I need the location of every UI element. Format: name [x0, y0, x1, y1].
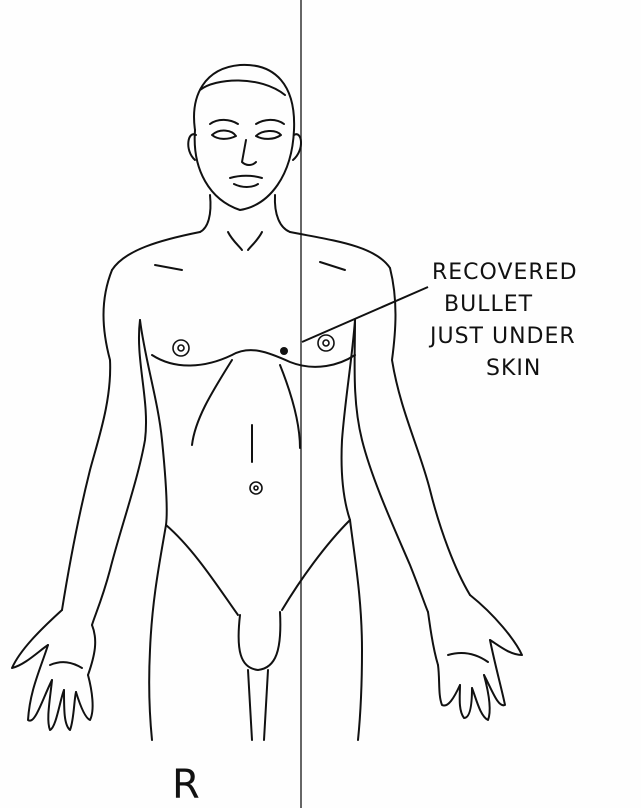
- annotation-leader-line: [302, 287, 428, 342]
- annotation-line-4: SKIN: [486, 356, 541, 381]
- navel: [250, 482, 262, 494]
- right-arm: [12, 270, 146, 730]
- annotation-line-3: JUST UNDER: [428, 324, 576, 349]
- annotation-line-1: RECOVERED: [432, 260, 578, 285]
- head-outline: [188, 65, 301, 210]
- nipple-left: [318, 335, 334, 351]
- hips-legs: [149, 520, 362, 740]
- wound-marker: [280, 347, 288, 355]
- annotation-line-2: BULLET: [444, 292, 533, 317]
- side-label: R: [172, 762, 200, 808]
- nipple-right: [173, 340, 189, 356]
